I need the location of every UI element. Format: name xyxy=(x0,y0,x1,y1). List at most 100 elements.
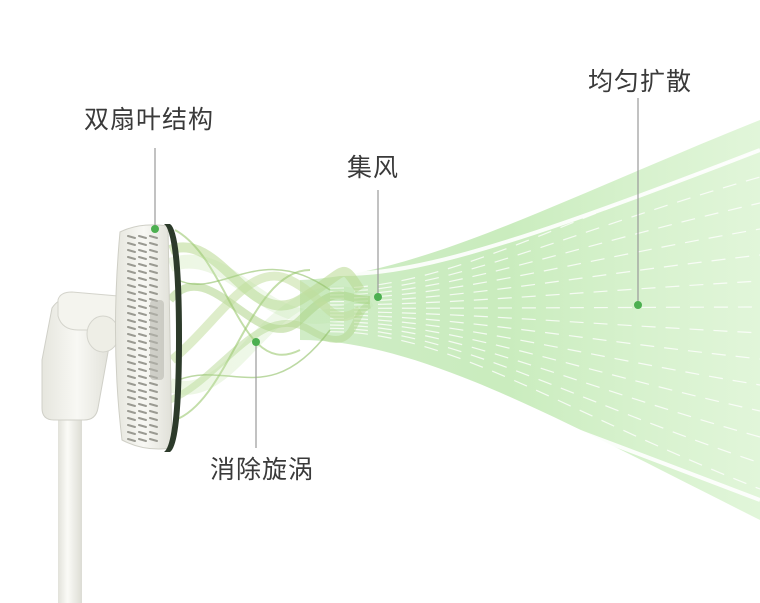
grille-slot xyxy=(127,410,136,414)
grille-slot xyxy=(149,235,158,239)
grille-slot xyxy=(138,312,147,316)
grille-slot xyxy=(127,242,136,246)
grille-slot xyxy=(127,340,136,344)
fan-joint-cap xyxy=(86,315,120,353)
grille-slot xyxy=(127,368,136,372)
grille-slot xyxy=(127,305,136,309)
flow-dash-line xyxy=(329,314,760,360)
grille-slot xyxy=(138,319,147,323)
grille-slot xyxy=(149,277,158,281)
grille-slot xyxy=(127,354,136,358)
grille-slot xyxy=(127,396,136,400)
grille-slot xyxy=(127,291,136,295)
grille-slot xyxy=(127,347,136,351)
grille-slot xyxy=(127,375,136,379)
grille-slot xyxy=(138,305,147,309)
grille-slot xyxy=(127,270,136,274)
grille-slot xyxy=(149,438,158,442)
grille-slot xyxy=(138,298,147,302)
grille-slot xyxy=(127,235,136,239)
fan-grille-rim xyxy=(164,224,182,452)
grille-slot xyxy=(127,382,136,386)
marker-eliminate-vortex xyxy=(252,338,260,346)
grille-slot xyxy=(138,382,147,386)
grille-slot xyxy=(127,319,136,323)
grille-slot xyxy=(138,256,147,260)
wind-upper-edge xyxy=(269,148,760,277)
fan-pole xyxy=(58,410,82,603)
grille-slot xyxy=(127,403,136,407)
grille-slot xyxy=(149,249,158,253)
label-focused-wind: 集风 xyxy=(347,153,400,182)
grille-slot xyxy=(138,396,147,400)
grille-slot xyxy=(138,361,147,365)
leader-lines xyxy=(154,98,639,448)
marker-focused-wind xyxy=(374,293,382,301)
grille-slot xyxy=(127,417,136,421)
grille-slot xyxy=(149,382,158,386)
grille-slot xyxy=(127,249,136,253)
grille-slot xyxy=(138,403,147,407)
grille-slot xyxy=(149,242,158,246)
fan-head-body xyxy=(114,224,173,450)
grille-slot xyxy=(138,340,147,344)
marker-dual-blade xyxy=(151,225,159,233)
grille-slot xyxy=(149,284,158,288)
grille-slot xyxy=(138,389,147,393)
label-eliminate-vortex: 消除旋涡 xyxy=(210,455,315,484)
grille-slot xyxy=(138,284,147,288)
label-dual-blade-structure: 双扇叶结构 xyxy=(84,105,215,134)
grille-slot xyxy=(138,249,147,253)
grille-slot xyxy=(149,410,158,414)
grille-slot xyxy=(138,347,147,351)
grille-slot xyxy=(138,291,147,295)
grille-slot xyxy=(138,263,147,267)
grille-slot xyxy=(149,417,158,421)
grille-slot xyxy=(149,396,158,400)
grille-slot xyxy=(138,410,147,414)
grille-slot xyxy=(149,389,158,393)
grille-slot xyxy=(127,333,136,337)
flow-dash-line xyxy=(329,176,760,293)
grille-slot xyxy=(127,298,136,302)
flow-dash-line xyxy=(329,306,760,309)
flow-dash-line xyxy=(329,280,760,306)
grille-slot xyxy=(127,284,136,288)
flow-dash-line xyxy=(329,321,760,412)
grille-slot xyxy=(138,368,147,372)
grille-slot xyxy=(138,270,147,274)
grille-slot xyxy=(138,438,147,442)
grille-slot xyxy=(127,326,136,330)
flow-dash-line xyxy=(329,202,760,296)
grille-slot xyxy=(127,263,136,267)
grille-slot xyxy=(127,431,136,435)
grille-slot xyxy=(127,389,136,393)
grille-slot xyxy=(127,361,136,365)
vortex-ribbons xyxy=(166,229,374,421)
marker-even-spread xyxy=(634,301,642,309)
grille-slot xyxy=(127,277,136,281)
grille-slot xyxy=(138,326,147,330)
flow-dash-line xyxy=(329,327,760,464)
fan-grille-slots xyxy=(127,235,158,442)
grille-slot xyxy=(138,277,147,281)
grille-slot xyxy=(138,354,147,358)
grille-slot xyxy=(149,256,158,260)
flow-dash-line xyxy=(329,324,760,438)
flow-dash-line xyxy=(329,150,760,289)
grille-slot xyxy=(138,431,147,435)
wind-lower-edge xyxy=(269,364,760,502)
flow-dash-line xyxy=(329,317,760,386)
grille-slot xyxy=(149,263,158,267)
grille-slot xyxy=(127,256,136,260)
grille-slot xyxy=(138,417,147,421)
grille-slot xyxy=(149,403,158,407)
grille-slot xyxy=(127,438,136,442)
label-even-spread: 均匀扩散 xyxy=(588,67,693,96)
grille-slot xyxy=(149,270,158,274)
grille-slot xyxy=(127,424,136,428)
grille-slot xyxy=(127,312,136,316)
fan-blade-shadow xyxy=(150,300,164,380)
grille-slot xyxy=(138,242,147,246)
